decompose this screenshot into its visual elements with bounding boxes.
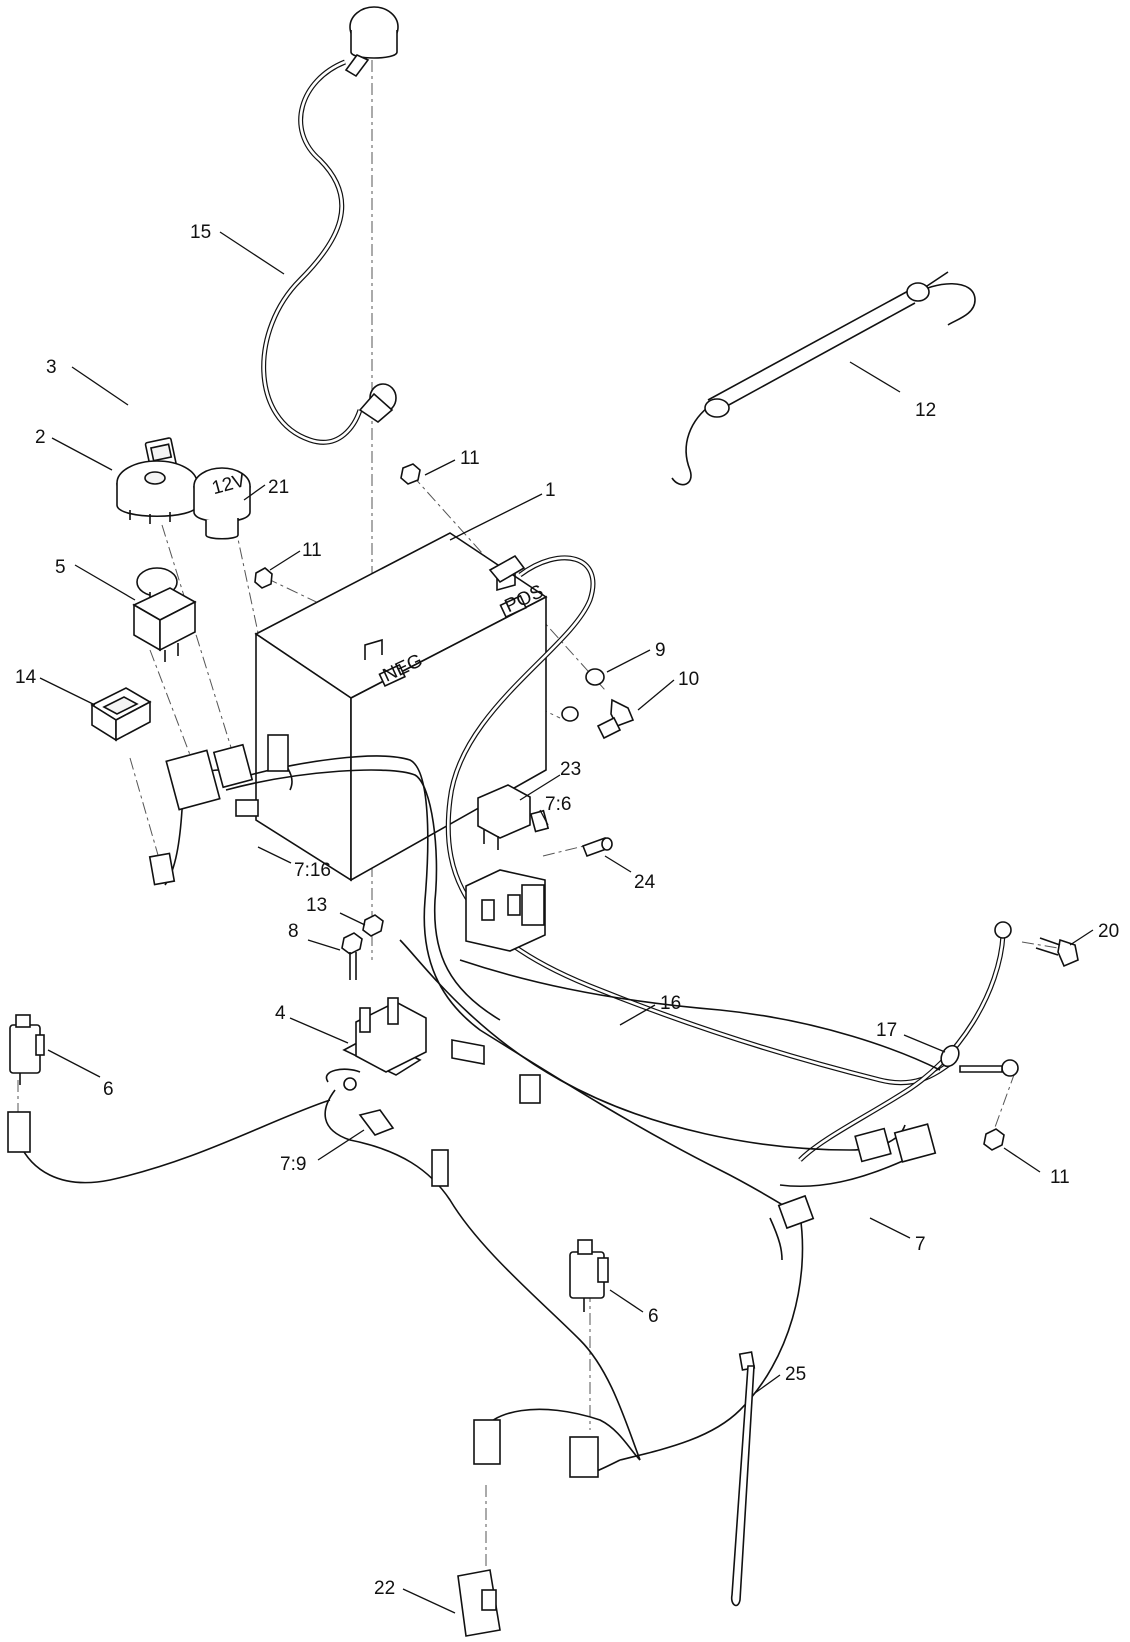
part-1-battery: POS NEG — [254, 532, 548, 882]
callout-7-6: 7:6 — [545, 794, 571, 815]
callout-1: 1 — [545, 480, 556, 501]
callout-15: 15 — [190, 222, 211, 243]
callout-11-top: 11 — [460, 448, 480, 469]
callout-7: 7 — [915, 1234, 926, 1255]
callout-8: 8 — [288, 921, 299, 942]
callout-6-right: 6 — [648, 1306, 659, 1327]
part-4-solenoid — [325, 997, 485, 1136]
callout-16: 16 — [660, 993, 681, 1014]
callout-2: 2 — [35, 427, 46, 448]
callout-9: 9 — [655, 640, 666, 661]
part-7-16-connector — [235, 799, 259, 817]
callout-labels: 15 3 2 21 11 1 11 5 14 12 9 10 23 7:6 24… — [15, 222, 1119, 1599]
part-24-screw — [581, 836, 613, 858]
part-25-cable-tie — [730, 1351, 756, 1607]
part-8-bolt — [341, 932, 363, 980]
part-20-bolt — [1035, 937, 1079, 968]
callout-21: 21 — [268, 477, 289, 498]
part-6-switch-left — [7, 1014, 45, 1153]
callout-23: 23 — [560, 759, 581, 780]
part-22-connector — [457, 1419, 501, 1637]
callout-7-16: 7:16 — [294, 860, 331, 881]
callout-10: 10 — [678, 669, 699, 690]
callout-17: 17 — [876, 1020, 897, 1041]
callout-22: 22 — [374, 1578, 395, 1599]
part-2-ignition-switch — [116, 460, 198, 524]
part-23-relay — [477, 784, 531, 850]
callout-14: 14 — [15, 667, 37, 688]
callout-3: 3 — [46, 357, 57, 378]
callout-6-left: 6 — [103, 1079, 114, 1100]
part-12-prop-rod — [671, 271, 976, 486]
callout-11-left: 11 — [302, 540, 322, 561]
part-15-cable — [261, 6, 399, 445]
fuse-holder-block — [465, 869, 546, 952]
part-13-nut — [362, 914, 384, 937]
callout-11-right: 11 — [1050, 1167, 1070, 1188]
callout-24: 24 — [634, 872, 656, 893]
harness-connectors — [148, 734, 937, 1230]
part-11-nut-left — [254, 567, 273, 589]
callout-13: 13 — [306, 895, 327, 916]
callout-12: 12 — [915, 400, 936, 421]
part-14-hour-meter — [90, 687, 152, 742]
part-21-power-outlet: 12V — [193, 467, 251, 540]
callout-20: 20 — [1098, 921, 1119, 942]
callout-7-9: 7:9 — [280, 1154, 306, 1175]
part-17-ground-cable — [798, 921, 1012, 1162]
part-9-washer — [585, 668, 605, 686]
callout-25: 25 — [785, 1364, 806, 1385]
leader-lines — [39, 231, 1094, 1614]
part-10-bolt — [561, 698, 635, 740]
callout-4: 4 — [275, 1003, 286, 1024]
part-11-nut-right — [983, 1128, 1005, 1151]
part-11-nut-top — [400, 463, 421, 485]
callout-5: 5 — [55, 557, 66, 578]
part-6-switch-right — [569, 1239, 609, 1478]
part-5-pto-switch — [132, 567, 197, 662]
